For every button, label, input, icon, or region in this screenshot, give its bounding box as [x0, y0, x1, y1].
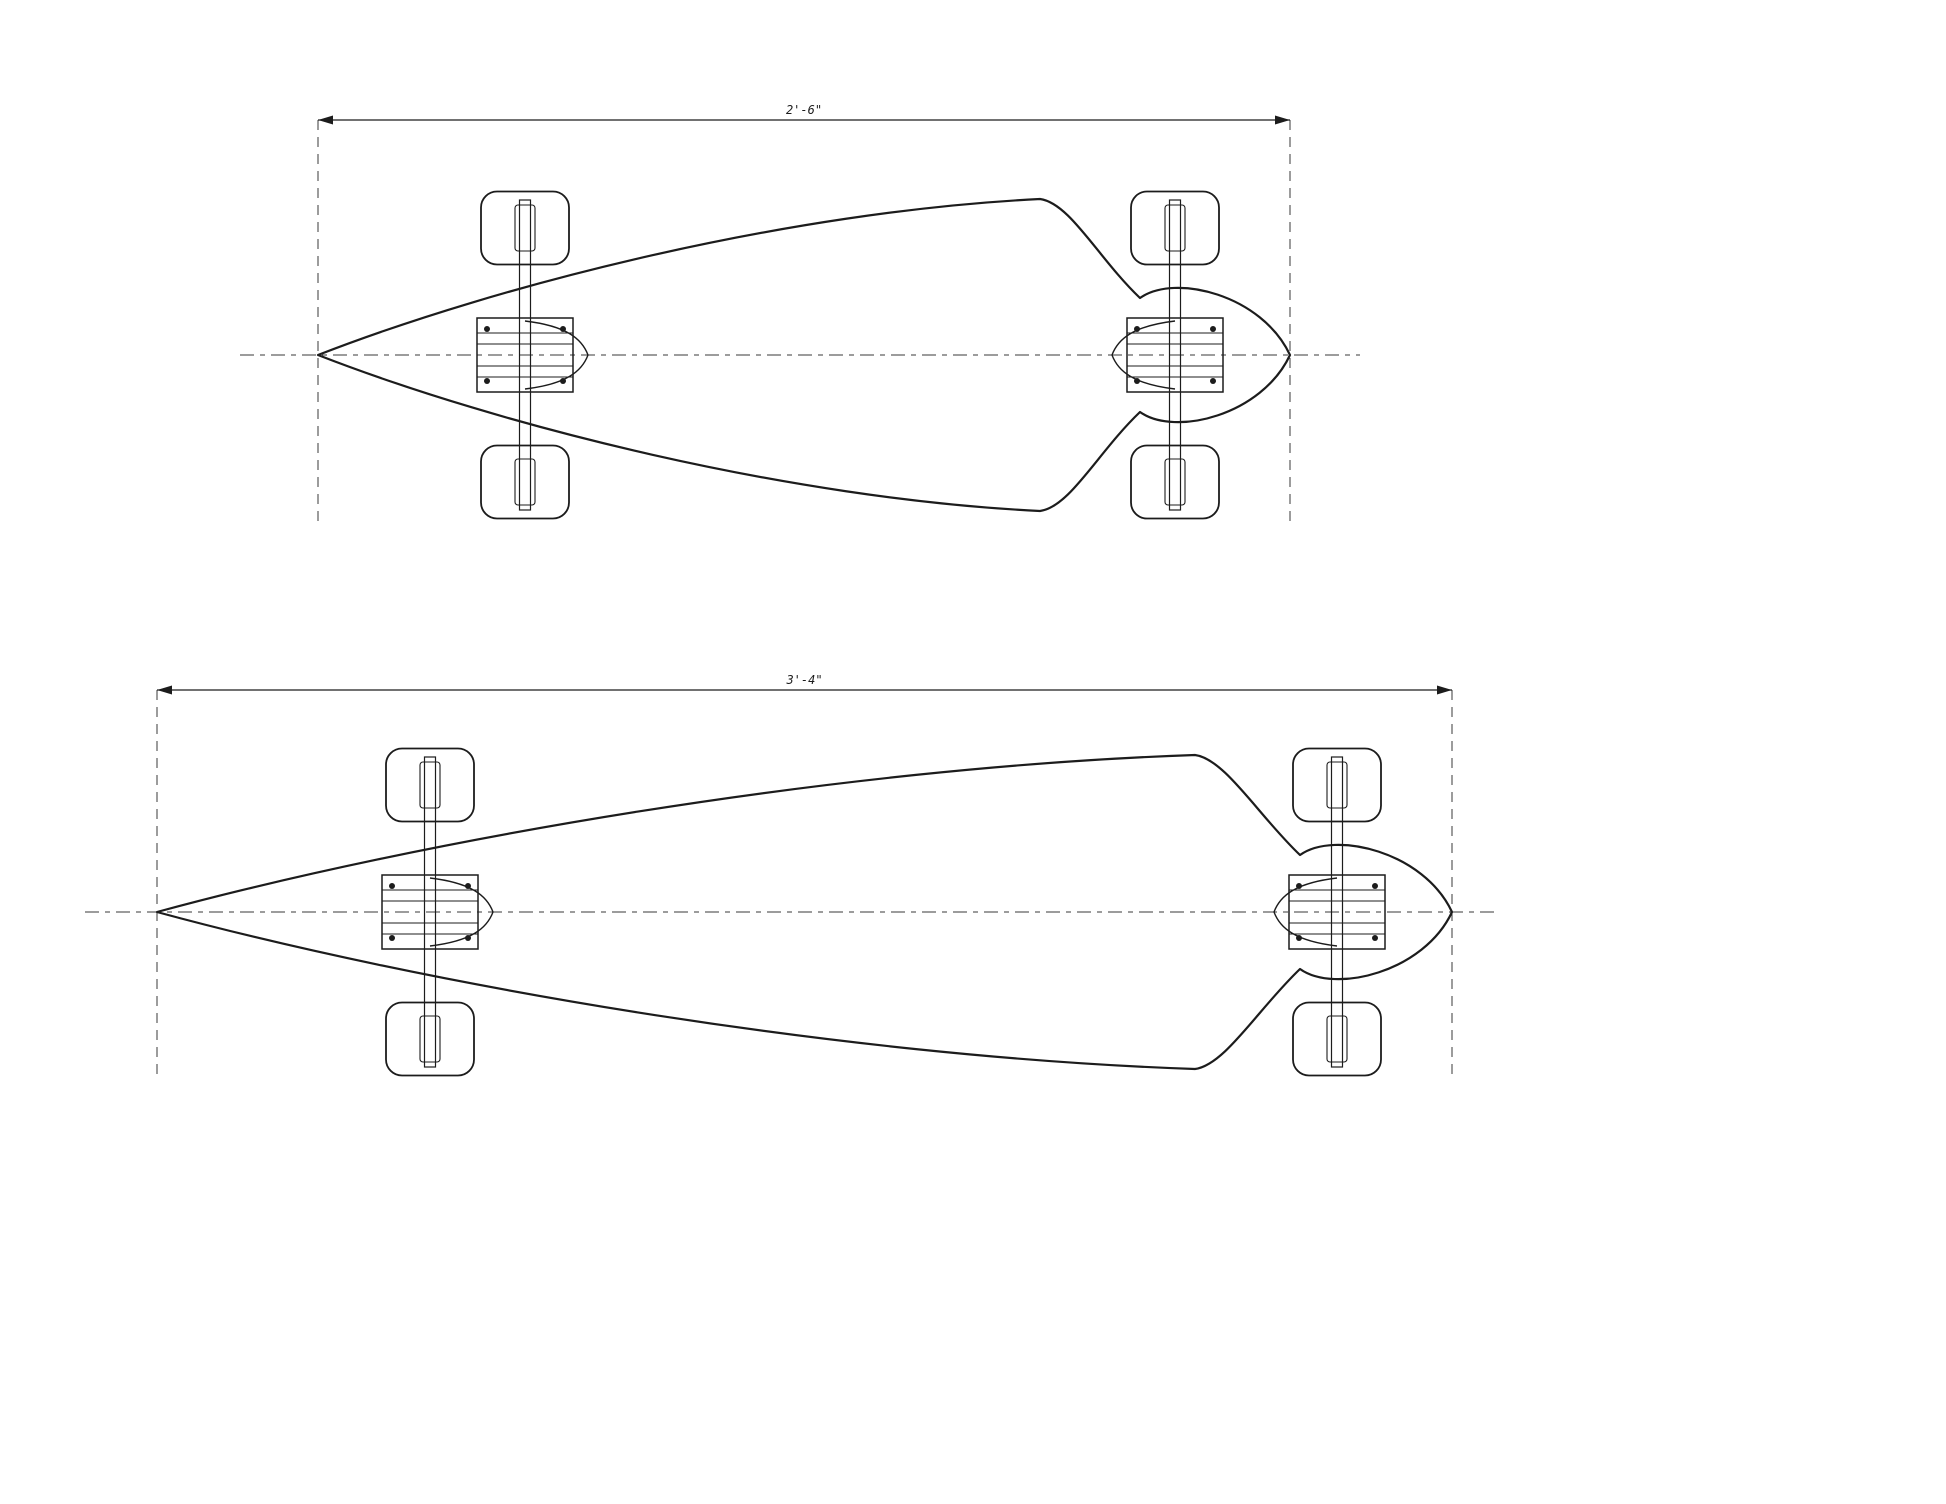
front-truck — [476, 190, 589, 520]
wheel-hub — [514, 458, 536, 506]
deck-outline — [155, 753, 1454, 1071]
dimension-arrow-right — [1275, 115, 1290, 125]
wheel — [1292, 747, 1382, 823]
pintail-longboard-top-view-large: 3'-4" — [85, 673, 1500, 1080]
wheel-hub — [419, 1015, 441, 1063]
dimension-arrow-left — [318, 115, 333, 125]
bolt-hole — [560, 326, 566, 332]
wheel — [480, 444, 570, 520]
truck-baseplate — [476, 317, 574, 393]
wheel-hub — [1164, 458, 1186, 506]
bolt-hole — [1210, 326, 1216, 332]
wheel-hub — [1164, 204, 1186, 252]
rear-truck — [1111, 190, 1224, 520]
wheel — [1130, 444, 1220, 520]
wheel — [1292, 1001, 1382, 1077]
bolt-hole — [1372, 935, 1378, 941]
bolt-hole — [465, 935, 471, 941]
bolt-hole — [1134, 326, 1140, 332]
bolt-hole — [1296, 883, 1302, 889]
wheel-hub — [419, 761, 441, 809]
wheel-hub — [514, 204, 536, 252]
wheel — [385, 1001, 475, 1077]
front-truck — [381, 747, 494, 1077]
bolt-hole — [465, 883, 471, 889]
bolt-hole — [560, 378, 566, 384]
truck-hanger — [429, 877, 494, 947]
truck-baseplate — [381, 874, 479, 950]
bolt-hole — [389, 935, 395, 941]
bolt-hole — [1296, 935, 1302, 941]
truck-axle — [423, 756, 437, 1068]
wheel — [385, 747, 475, 823]
truck-hanger — [524, 320, 589, 390]
bolt-hole — [484, 326, 490, 332]
bolt-hole — [1134, 378, 1140, 384]
wheel-hub — [1326, 761, 1348, 809]
dimension-label: 3'-4" — [785, 673, 822, 687]
truck-axle — [518, 199, 532, 511]
truck-axle — [1330, 756, 1344, 1068]
dimension-arrow-right — [1437, 685, 1452, 695]
truck-hanger — [1273, 877, 1338, 947]
rear-truck — [1273, 747, 1386, 1077]
dimension-arrow-left — [157, 685, 172, 695]
deck-outline — [316, 197, 1292, 513]
pintail-longboard-top-view-small: 2'-6" — [240, 103, 1360, 523]
bolt-hole — [389, 883, 395, 889]
wheel — [480, 190, 570, 266]
bolt-hole — [484, 378, 490, 384]
truck-axle — [1168, 199, 1182, 511]
wheel-hub — [1326, 1015, 1348, 1063]
bolt-hole — [1210, 378, 1216, 384]
dimension-label: 2'-6" — [786, 103, 822, 117]
truck-baseplate — [1288, 874, 1386, 950]
truck-baseplate — [1126, 317, 1224, 393]
truck-hanger — [1111, 320, 1176, 390]
wheel — [1130, 190, 1220, 266]
bolt-hole — [1372, 883, 1378, 889]
